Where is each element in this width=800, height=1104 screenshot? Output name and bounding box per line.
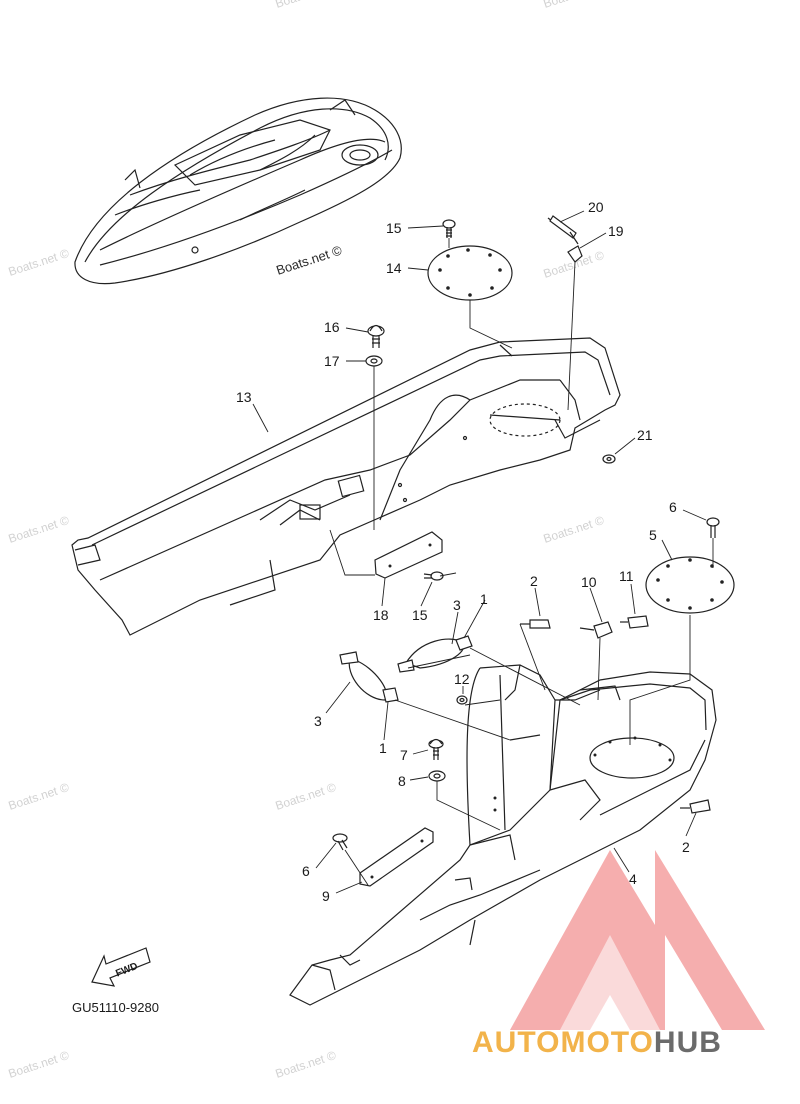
diagram-code: GU51110-9280 bbox=[72, 1000, 159, 1015]
callout-12: 12 bbox=[454, 671, 470, 687]
callout-15: 15 bbox=[386, 220, 402, 236]
callout-16: 16 bbox=[324, 319, 340, 335]
part-6-screw-top bbox=[706, 517, 720, 538]
callout-11: 11 bbox=[619, 568, 634, 584]
watermark: Boats.net © bbox=[274, 1048, 338, 1081]
part-12-washer bbox=[456, 695, 468, 705]
watercraft-overview bbox=[74, 97, 402, 285]
callout-18: 18 bbox=[373, 607, 389, 623]
watermark: Boats.net © bbox=[7, 246, 71, 279]
part-6-screw-bottom bbox=[332, 833, 348, 851]
callout-6-lower: 6 bbox=[302, 863, 310, 879]
callout-5: 5 bbox=[649, 527, 657, 543]
part-17-grommet bbox=[365, 355, 383, 367]
callout-20: 20 bbox=[588, 199, 604, 215]
part-9-plate bbox=[359, 827, 434, 887]
part-3-strap-lower bbox=[339, 651, 388, 701]
callout-8: 8 bbox=[398, 773, 406, 789]
watermark: Boats.net © bbox=[542, 0, 606, 11]
part-15-screw-bottom bbox=[423, 571, 444, 581]
brand-wordmark: AUTOMOTOHUB bbox=[472, 1026, 722, 1059]
part-10-clip bbox=[579, 621, 613, 639]
part-18-plate bbox=[374, 531, 443, 579]
callout-labels: 20 19 15 14 16 17 13 21 6 5 18 15 3 1 2 … bbox=[236, 199, 690, 904]
watermark: Boats.net © bbox=[542, 513, 606, 546]
watermark: Boats.net © bbox=[274, 780, 338, 813]
automotohub-logo bbox=[510, 850, 765, 1030]
callout-10: 10 bbox=[581, 574, 597, 590]
part-2-rivet-bottom bbox=[680, 799, 711, 814]
part-21-grommet bbox=[602, 454, 616, 464]
part-1-buckle-lower bbox=[382, 687, 399, 703]
part-20-pin bbox=[547, 215, 579, 245]
callout-3-lower: 3 bbox=[314, 713, 322, 729]
part-19-clip bbox=[567, 245, 583, 263]
callout-3: 3 bbox=[453, 597, 461, 613]
part-14-cover bbox=[427, 245, 513, 301]
callout-21: 21 bbox=[637, 427, 653, 443]
watermark: Boats.net © bbox=[274, 0, 338, 11]
callout-1: 1 bbox=[480, 591, 488, 607]
watermark-main: Boats.net © bbox=[274, 242, 344, 277]
callout-15-lower: 15 bbox=[412, 607, 428, 623]
callout-2: 2 bbox=[530, 573, 538, 589]
callout-17: 17 bbox=[324, 353, 340, 369]
part-3-strap-upper bbox=[397, 638, 465, 673]
callout-14: 14 bbox=[386, 260, 402, 276]
callout-2-lower: 2 bbox=[682, 839, 690, 855]
part-11-pin bbox=[620, 615, 649, 629]
callout-4: 4 bbox=[629, 871, 637, 887]
callout-9: 9 bbox=[322, 888, 330, 904]
watermark: Boats.net © bbox=[7, 1048, 71, 1081]
part-7-screw bbox=[428, 738, 444, 760]
callout-leaders bbox=[252, 210, 707, 894]
watermark: Boats.net © bbox=[7, 780, 71, 813]
part-4-hull-liner bbox=[289, 664, 717, 1006]
part-1-buckle-upper bbox=[455, 635, 473, 651]
assembly-lines bbox=[329, 238, 714, 886]
callout-1-lower: 1 bbox=[379, 740, 387, 756]
fwd-arrow-icon: FWD bbox=[91, 947, 151, 987]
callout-19: 19 bbox=[608, 223, 624, 239]
callout-6: 6 bbox=[669, 499, 677, 515]
logo-triangle-icon bbox=[510, 850, 765, 1030]
part-16-screw bbox=[367, 324, 385, 348]
part-13-deck-liner bbox=[71, 337, 621, 636]
callout-7: 7 bbox=[400, 747, 408, 763]
brand-text: AUTOMOTOHUB bbox=[472, 1026, 722, 1059]
callout-13: 13 bbox=[236, 389, 252, 405]
part-2-rivet-top bbox=[520, 619, 551, 629]
part-5-cover bbox=[645, 556, 735, 614]
part-8-grommet bbox=[428, 770, 446, 782]
part-15-screw-top bbox=[442, 219, 456, 238]
watermark: Boats.net © bbox=[7, 513, 71, 546]
